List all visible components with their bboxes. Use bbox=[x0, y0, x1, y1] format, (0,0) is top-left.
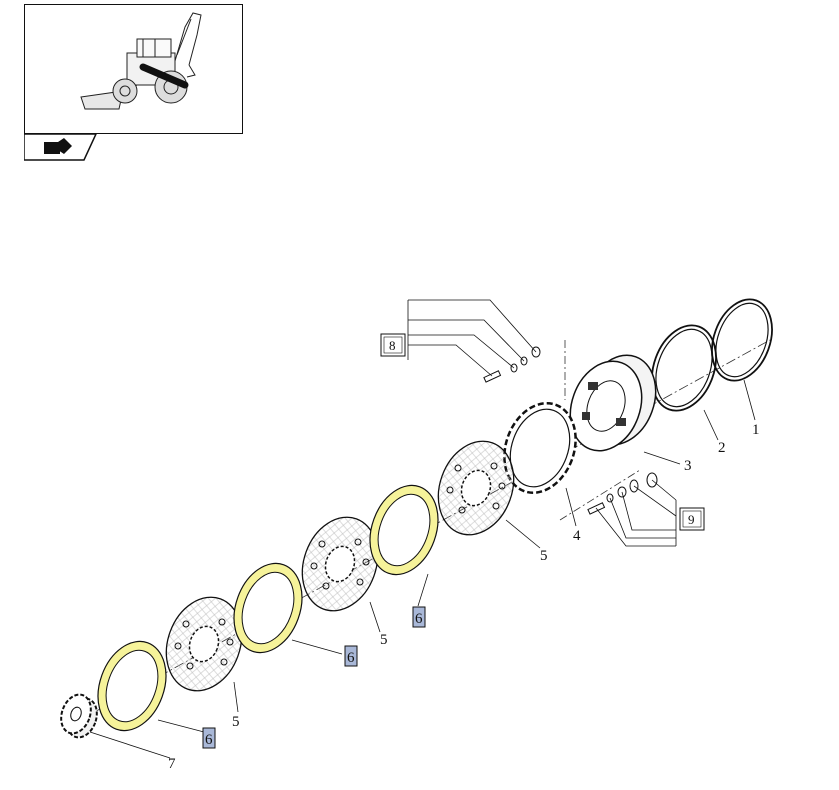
callout-6b[interactable]: 6 bbox=[344, 645, 358, 667]
callout-5a: 5 bbox=[540, 548, 548, 564]
callout-1: 1 bbox=[752, 422, 760, 438]
machine-thumbnail[interactable] bbox=[24, 4, 243, 134]
svg-text:6: 6 bbox=[415, 611, 423, 627]
callout-5b: 5 bbox=[380, 632, 388, 648]
callout-7: 7 bbox=[168, 756, 176, 772]
part-8-bolt-set[interactable] bbox=[483, 346, 541, 383]
svg-text:6: 6 bbox=[347, 650, 355, 666]
part-7-splined-hub[interactable] bbox=[56, 690, 102, 741]
part-5-friction-disc[interactable] bbox=[426, 431, 526, 546]
part-5-friction-disc[interactable] bbox=[290, 507, 390, 622]
callout-9[interactable]: 9 bbox=[679, 507, 705, 531]
callout-6c[interactable]: 6 bbox=[202, 727, 216, 749]
part-6-steel-disc[interactable] bbox=[358, 476, 450, 584]
callout-5c: 5 bbox=[232, 714, 240, 730]
part-6-steel-disc[interactable] bbox=[86, 632, 178, 740]
navigation-arrow-icon bbox=[44, 138, 72, 154]
callout-2: 2 bbox=[718, 440, 726, 456]
callout-3: 3 bbox=[684, 458, 692, 474]
part-1-o-ring[interactable] bbox=[701, 291, 782, 389]
leader-lines bbox=[89, 299, 756, 759]
part-6-steel-disc[interactable] bbox=[222, 554, 314, 662]
callout-4: 4 bbox=[573, 528, 581, 544]
svg-text:8: 8 bbox=[389, 338, 396, 353]
part-4-end-plate[interactable] bbox=[492, 393, 587, 503]
svg-text:6: 6 bbox=[205, 732, 213, 748]
svg-text:9: 9 bbox=[688, 512, 695, 527]
callout-6a[interactable]: 6 bbox=[412, 606, 426, 628]
part-2-seal-ring[interactable] bbox=[641, 316, 727, 419]
part-5-friction-disc[interactable] bbox=[154, 587, 254, 702]
thumbnail-nav-tab[interactable] bbox=[24, 134, 104, 162]
backhoe-loader-icon bbox=[80, 12, 202, 110]
callout-8[interactable]: 8 bbox=[380, 333, 406, 357]
part-3-piston[interactable] bbox=[558, 345, 667, 461]
